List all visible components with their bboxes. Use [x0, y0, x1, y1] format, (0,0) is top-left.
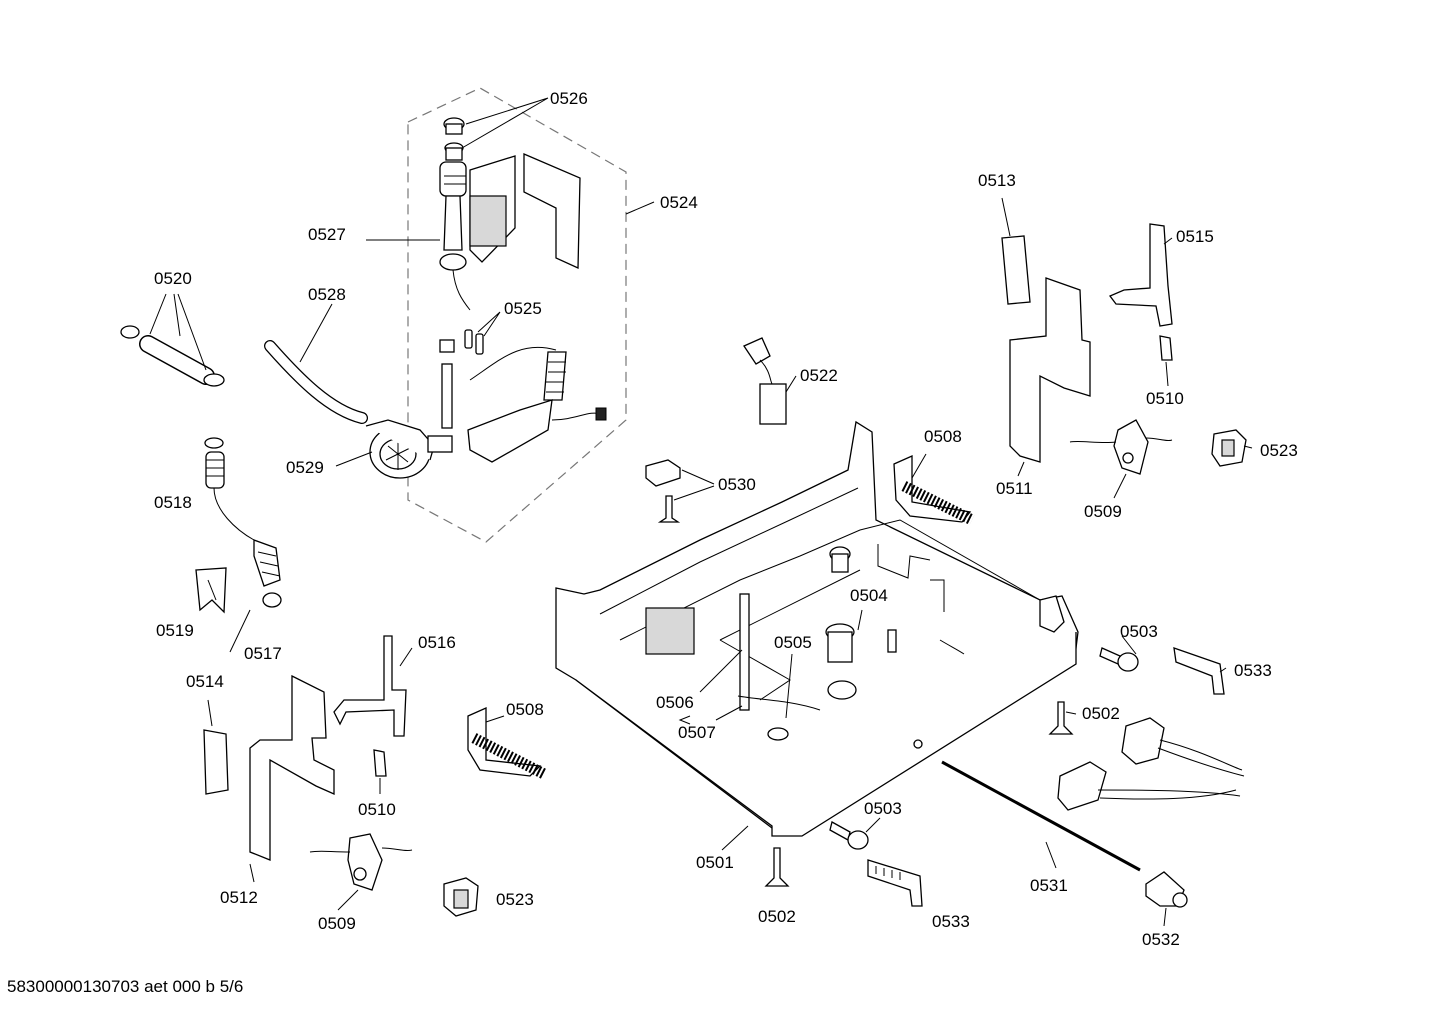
part-0508-spring-right [893, 454, 975, 525]
part-0518-bellows [204, 437, 255, 541]
part-0509-sensor-left [309, 833, 413, 891]
part-0517-bellows [253, 539, 282, 608]
part-0516-bracket [333, 635, 407, 737]
leader-lines [149, 97, 1253, 927]
document-reference: 58300000130703 aet 000 b 5/6 [7, 977, 244, 996]
label-0516: 0516 [418, 633, 456, 652]
part-0511-bracket [1009, 277, 1091, 463]
label-0502-upper: 0502 [1082, 704, 1120, 723]
label-0527: 0527 [308, 225, 346, 244]
part-0523-connector-left [443, 877, 479, 917]
label-0503-lower: 0503 [864, 799, 902, 818]
part-0531-rod-wiring [941, 717, 1245, 872]
part-0527-heater-column [439, 161, 471, 311]
part-0503-bolt-lower [829, 821, 869, 850]
label-0514: 0514 [186, 672, 224, 691]
part-0514-cover [203, 729, 229, 795]
label-0531: 0531 [1030, 876, 1068, 895]
part-0520-tube-clamps [120, 325, 225, 387]
part-0523-connector-right [1211, 429, 1247, 467]
part-0503-bolt-upper [1099, 647, 1139, 672]
label-0529: 0529 [286, 458, 324, 477]
label-0524: 0524 [660, 193, 698, 212]
part-0501-base-tub [555, 420, 1079, 837]
label-0518: 0518 [154, 493, 192, 512]
label-0515: 0515 [1176, 227, 1214, 246]
label-0512: 0512 [220, 888, 258, 907]
part-0524-housing [469, 153, 581, 269]
part-0508-spring-left [467, 706, 547, 779]
part-0532-cap [1145, 871, 1188, 908]
label-0509-right: 0509 [1084, 502, 1122, 521]
label-0532: 0532 [1142, 930, 1180, 949]
pump-assembly-group [407, 87, 627, 543]
label-0502-lower: 0502 [758, 907, 796, 926]
label-0503-upper: 0503 [1120, 622, 1158, 641]
label-0533-upper: 0533 [1234, 661, 1272, 680]
label-0513: 0513 [978, 171, 1016, 190]
label-0525: 0525 [504, 299, 542, 318]
label-0508-right: 0508 [924, 427, 962, 446]
part-labels: 0526 0524 0527 0528 0525 0520 0529 0518 … [154, 89, 1298, 949]
part-0530-foot [645, 459, 681, 523]
part-0512-bracket [249, 674, 335, 861]
part-0522-cable-plug [743, 337, 787, 425]
part-0533-terminal-upper [1173, 647, 1225, 695]
internal-hose [467, 346, 607, 463]
part-0528-hose [264, 340, 368, 424]
label-0507: 0507 [678, 723, 716, 742]
label-0511: 0511 [996, 479, 1033, 498]
label-0523-left: 0523 [496, 890, 534, 909]
label-0501: 0501 [696, 853, 734, 872]
label-0517: 0517 [244, 644, 282, 663]
part-0533-terminal-lower [867, 859, 923, 907]
part-0529-drain-pump [365, 419, 453, 479]
label-0506: 0506 [656, 693, 694, 712]
part-0502-screw-lower [764, 847, 790, 887]
label-0505: 0505 [774, 633, 812, 652]
label-0522: 0522 [800, 366, 838, 385]
label-0533-lower: 0533 [932, 912, 970, 931]
part-0510-clip-right [1159, 335, 1173, 361]
part-0510-clip-left [373, 749, 387, 777]
part-0519-clip [195, 567, 227, 614]
part-0513-cover [1001, 235, 1031, 305]
label-0523-right: 0523 [1260, 441, 1298, 460]
part-0526-caps [443, 117, 465, 161]
label-0508-left: 0508 [506, 700, 544, 719]
label-0528: 0528 [308, 285, 346, 304]
label-0509-left: 0509 [318, 914, 356, 933]
label-0526: 0526 [550, 89, 588, 108]
label-0504: 0504 [850, 586, 888, 605]
label-0530: 0530 [718, 475, 756, 494]
part-0509-sensor-right [1069, 419, 1173, 475]
part-0515-bracket [1108, 223, 1173, 327]
label-0510-right: 0510 [1146, 389, 1184, 408]
label-0510-left: 0510 [358, 800, 396, 819]
label-0519: 0519 [156, 621, 194, 640]
part-0502-screw-upper [1048, 701, 1074, 735]
label-0520: 0520 [154, 269, 192, 288]
part-0525-sensors [439, 329, 484, 429]
